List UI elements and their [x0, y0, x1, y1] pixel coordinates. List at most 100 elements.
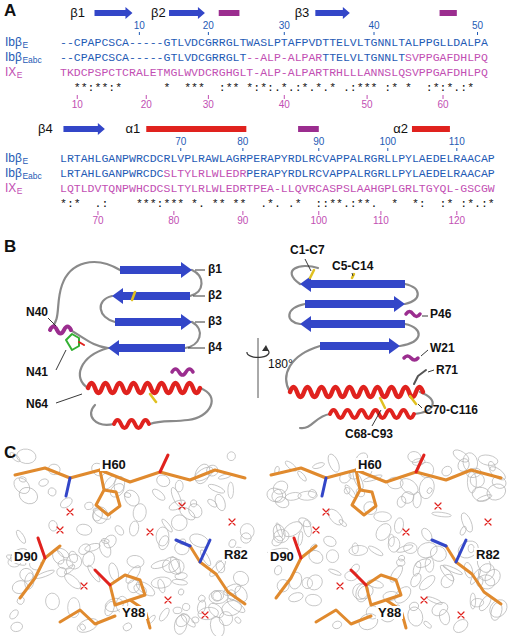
leader-line [422, 316, 428, 317]
residue-number: 120 [448, 216, 465, 226]
density-mesh [400, 490, 416, 506]
density-mesh [197, 606, 219, 621]
density-mesh [373, 521, 394, 544]
helix-ribbon [88, 383, 200, 393]
density-mesh [239, 531, 253, 545]
residue-tick [242, 148, 243, 151]
density-mesh [438, 564, 455, 583]
structure-label: β4 [38, 122, 53, 135]
density-mesh [423, 620, 433, 629]
density-mesh [459, 526, 467, 537]
rotation-arrowhead [262, 345, 269, 351]
residue-label: β1 [208, 263, 222, 275]
panel-letter: A [4, 2, 16, 19]
residue-tick [208, 32, 209, 35]
glycan-stick [66, 334, 79, 350]
water-cross [165, 597, 171, 603]
coil [190, 270, 202, 296]
rotation-symbol [247, 338, 269, 398]
stick [60, 610, 115, 624]
density-mesh [234, 616, 242, 625]
side-chain-stick [414, 370, 426, 384]
sequence-name: Ibβ [5, 36, 22, 48]
ribbon-left [48, 262, 212, 428]
density-mesh [197, 594, 206, 603]
density-mesh [168, 512, 190, 534]
residue-tick [477, 32, 478, 35]
residue-label: C1-C7 [290, 244, 325, 256]
residue-number: 70 [175, 137, 186, 147]
density-mesh [487, 464, 507, 482]
density-mesh [326, 453, 342, 474]
residue-tick [284, 95, 285, 99]
residue-label: R82 [474, 548, 502, 561]
helix-ribbon [50, 327, 71, 334]
strand-arrow [169, 7, 205, 19]
helix-bar [219, 10, 240, 16]
stick [15, 468, 245, 482]
density-mesh [486, 596, 510, 621]
density-mesh [206, 601, 226, 621]
sequence-name: Eabc [22, 172, 41, 181]
density-mesh [367, 544, 384, 557]
residue-tick [456, 148, 457, 151]
water-cross [458, 612, 464, 618]
helix-bar [440, 10, 457, 16]
residue-label: Y88 [120, 606, 147, 619]
water-cross [57, 527, 63, 533]
leader-line [193, 296, 205, 297]
disulfide-stick [132, 292, 135, 300]
density-mesh [349, 545, 368, 556]
residue-number: 100 [310, 216, 327, 226]
residue-label: H60 [356, 458, 384, 471]
helix-ribbon [290, 387, 423, 397]
coil [300, 414, 330, 428]
density-mesh [430, 600, 451, 619]
density-mesh [126, 554, 145, 568]
density-panel [5, 448, 254, 636]
density-mesh [160, 554, 182, 575]
residue-tick [367, 95, 368, 99]
density-mesh [191, 616, 199, 623]
density-mesh [398, 554, 406, 562]
density-mesh [150, 558, 170, 570]
sequence-name: E [22, 157, 28, 166]
density-mesh [482, 566, 504, 589]
density-mesh [58, 559, 74, 569]
density-mesh [172, 579, 188, 586]
residue-label: C70-C116 [424, 404, 478, 416]
density-mesh [174, 540, 191, 556]
density-mesh [151, 576, 172, 589]
helix-ribbon [406, 312, 420, 317]
residue-label: R82 [222, 548, 250, 561]
residue-label: β3 [208, 315, 222, 327]
sequence: SLTYLRLWLEDR [164, 168, 247, 180]
stick [110, 575, 150, 628]
density-mesh [471, 598, 484, 607]
residue-number: 30 [279, 21, 290, 31]
leader-line [421, 350, 428, 356]
residue-number: 30 [203, 100, 214, 110]
strand-arrow [315, 7, 350, 19]
coil [185, 322, 200, 348]
helix-ribbon [404, 356, 418, 360]
residue-label: H60 [100, 458, 128, 471]
density-mesh [470, 593, 475, 609]
density-mesh [207, 483, 225, 495]
residue-number: 70 [92, 216, 103, 226]
density-mesh [415, 557, 432, 569]
stick [96, 470, 120, 515]
density-mesh [271, 523, 287, 542]
sequence-name: E [17, 71, 23, 80]
density-mesh [416, 540, 439, 560]
helix-ribbon [114, 420, 149, 428]
coil [405, 284, 418, 304]
strand-arrow [63, 123, 104, 135]
density-mesh [122, 487, 143, 509]
ribbon-right [286, 259, 434, 428]
coil [101, 296, 115, 322]
residue-number: 80 [168, 216, 179, 226]
density-mesh [84, 502, 94, 511]
water-cross [202, 612, 208, 618]
residue-tick [242, 211, 243, 215]
